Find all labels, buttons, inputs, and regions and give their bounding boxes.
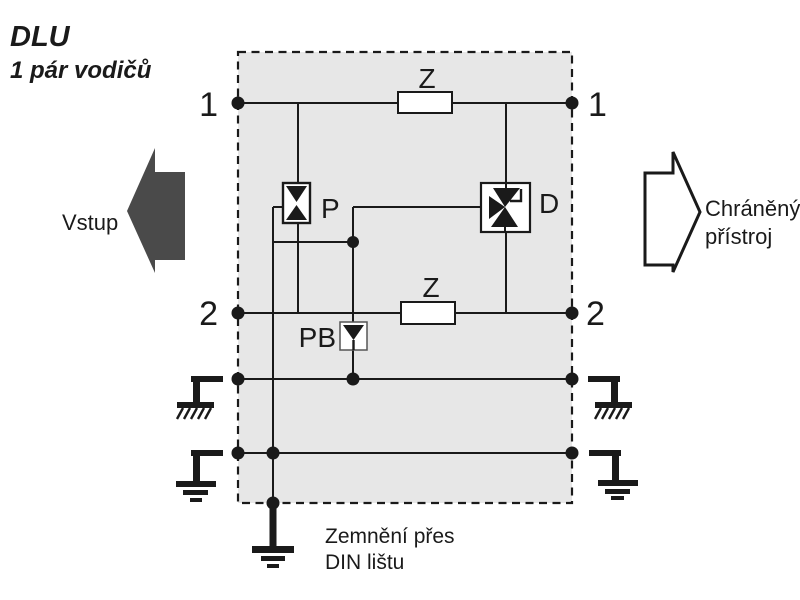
gas-discharge-tube-p bbox=[281, 181, 312, 225]
ground-bar bbox=[595, 402, 632, 408]
earth-bar-wide bbox=[598, 480, 638, 486]
ground-note-line1: Zemnění přes bbox=[325, 525, 455, 548]
hatch-stroke bbox=[593, 407, 603, 420]
terminal-dot-right-1 bbox=[565, 96, 579, 110]
ground-bar bbox=[177, 402, 214, 408]
junction-dot-link bbox=[347, 236, 359, 248]
pb-triangle bbox=[343, 325, 364, 340]
label-z-bottom: Z bbox=[422, 272, 439, 303]
earth-bar-narrow bbox=[190, 498, 202, 502]
terminal-label-left-1: 1 bbox=[199, 86, 218, 124]
terminal-label-left-2: 2 bbox=[199, 295, 218, 333]
output-arrow-label-line2: přístroj bbox=[705, 224, 772, 249]
title-subtitle: 1 pár vodičů bbox=[10, 57, 152, 84]
hatch-stroke bbox=[614, 407, 624, 420]
label-z-top: Z bbox=[418, 63, 435, 94]
diode-triangle-left bbox=[489, 196, 505, 219]
earth-bar-mid bbox=[261, 556, 285, 561]
input-arrow-label: Vstup bbox=[62, 210, 118, 235]
ground-dot-pb bbox=[346, 372, 360, 386]
hatch-stroke bbox=[621, 407, 631, 420]
ground-dot-right-1 bbox=[565, 372, 579, 386]
ground-stem bbox=[611, 376, 618, 403]
ground-arm bbox=[191, 376, 223, 382]
ground-stem bbox=[193, 450, 200, 482]
ground-arm bbox=[589, 450, 621, 456]
device-enclosure-box bbox=[236, 50, 574, 505]
junction-dots bbox=[231, 96, 579, 510]
earth-bar-mid bbox=[605, 489, 630, 494]
ground-dot-left-2 bbox=[231, 446, 245, 460]
ground-stem bbox=[269, 505, 277, 547]
terminal-label-right-2: 2 bbox=[586, 295, 605, 333]
gdt-electrode-top bbox=[286, 186, 307, 202]
earth-ground-right bbox=[589, 450, 638, 500]
terminal-label-right-1: 1 bbox=[588, 86, 607, 124]
ground-note-line2: DIN lištu bbox=[325, 551, 404, 574]
earth-ground-bottom bbox=[252, 505, 294, 568]
output-arrow-icon bbox=[643, 151, 702, 273]
diode-triangle-top bbox=[493, 188, 520, 207]
hatch-stroke bbox=[203, 407, 213, 420]
terminal-dot-left-1 bbox=[231, 96, 245, 110]
input-arrow-icon bbox=[127, 148, 185, 273]
earth-ground-left bbox=[176, 450, 223, 502]
ground-dot-left-1 bbox=[231, 372, 245, 386]
terminal-dot-right-2 bbox=[565, 306, 579, 320]
label-pb: PB bbox=[299, 322, 336, 353]
impedance-z-bottom-body bbox=[400, 301, 456, 325]
ground-arm bbox=[588, 376, 620, 382]
label-p: P bbox=[321, 193, 340, 224]
terminal-dot-left-2 bbox=[231, 306, 245, 320]
earth-bar-wide bbox=[176, 481, 216, 487]
ground-arm bbox=[191, 450, 223, 456]
earth-bar-wide bbox=[252, 546, 294, 553]
earth-bar-narrow bbox=[611, 496, 624, 500]
earth-bar-narrow bbox=[267, 564, 279, 568]
title-model: DLU bbox=[10, 21, 71, 53]
ground-hatch bbox=[175, 407, 213, 420]
label-d: D bbox=[539, 188, 559, 219]
diode-cathode-bar bbox=[510, 189, 523, 203]
suppressor-diode-d bbox=[479, 181, 532, 234]
gdt-electrode-bottom bbox=[286, 205, 307, 220]
chassis-ground-right bbox=[588, 376, 632, 420]
impedance-z-top-body bbox=[397, 91, 453, 114]
ground-stem bbox=[612, 450, 619, 481]
ground-hatch bbox=[593, 407, 631, 420]
output-arrow-label-line1: Chráněný bbox=[705, 196, 800, 221]
earth-bar-mid bbox=[183, 490, 208, 495]
hatch-stroke bbox=[175, 407, 185, 420]
hatch-stroke bbox=[196, 407, 206, 420]
hatch-stroke bbox=[182, 407, 192, 420]
diode-triangle-bottom bbox=[491, 207, 518, 227]
chassis-ground-left bbox=[175, 376, 223, 420]
ground-dot-earth-drop bbox=[266, 446, 280, 460]
ground-stem bbox=[193, 376, 200, 403]
ground-dot-right-2 bbox=[565, 446, 579, 460]
hatch-stroke bbox=[600, 407, 610, 420]
wires bbox=[238, 102, 572, 503]
hatch-stroke bbox=[189, 407, 199, 420]
hatch-stroke bbox=[607, 407, 617, 420]
protective-element-pb bbox=[339, 321, 368, 351]
